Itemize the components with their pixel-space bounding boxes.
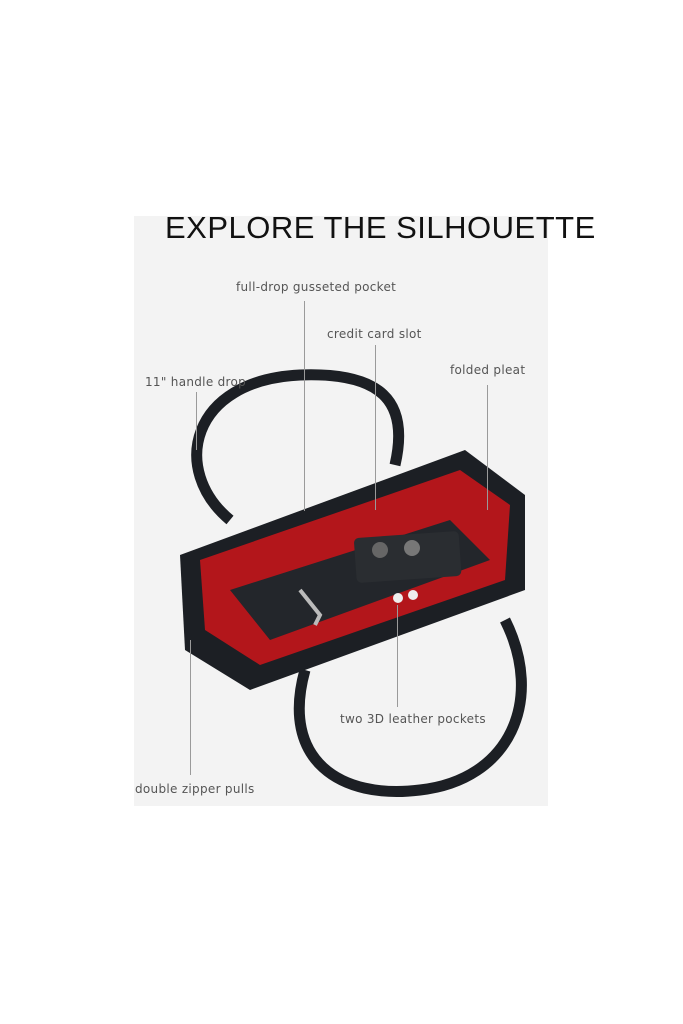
- callout-line: [397, 605, 398, 707]
- callout-line: [487, 385, 488, 510]
- front-handle: [293, 617, 527, 797]
- callout-gusseted-pocket: full-drop gusseted pocket: [236, 280, 397, 294]
- page-title: EXPLORE THE SILHOUETTE: [165, 210, 596, 245]
- callout-line: [196, 392, 197, 450]
- back-handle: [191, 369, 405, 525]
- callout-leather-pockets: two 3D leather pockets: [340, 712, 486, 726]
- callout-handle-drop: 11" handle drop: [145, 375, 247, 389]
- callout-folded-pleat: folded pleat: [450, 363, 526, 377]
- callout-line: [190, 640, 191, 775]
- callout-credit-card-slot: credit card slot: [327, 327, 422, 341]
- camera: [354, 531, 462, 583]
- callout-line: [375, 345, 376, 510]
- callout-line: [304, 301, 305, 511]
- callout-zipper-pulls: double zipper pulls: [135, 782, 255, 796]
